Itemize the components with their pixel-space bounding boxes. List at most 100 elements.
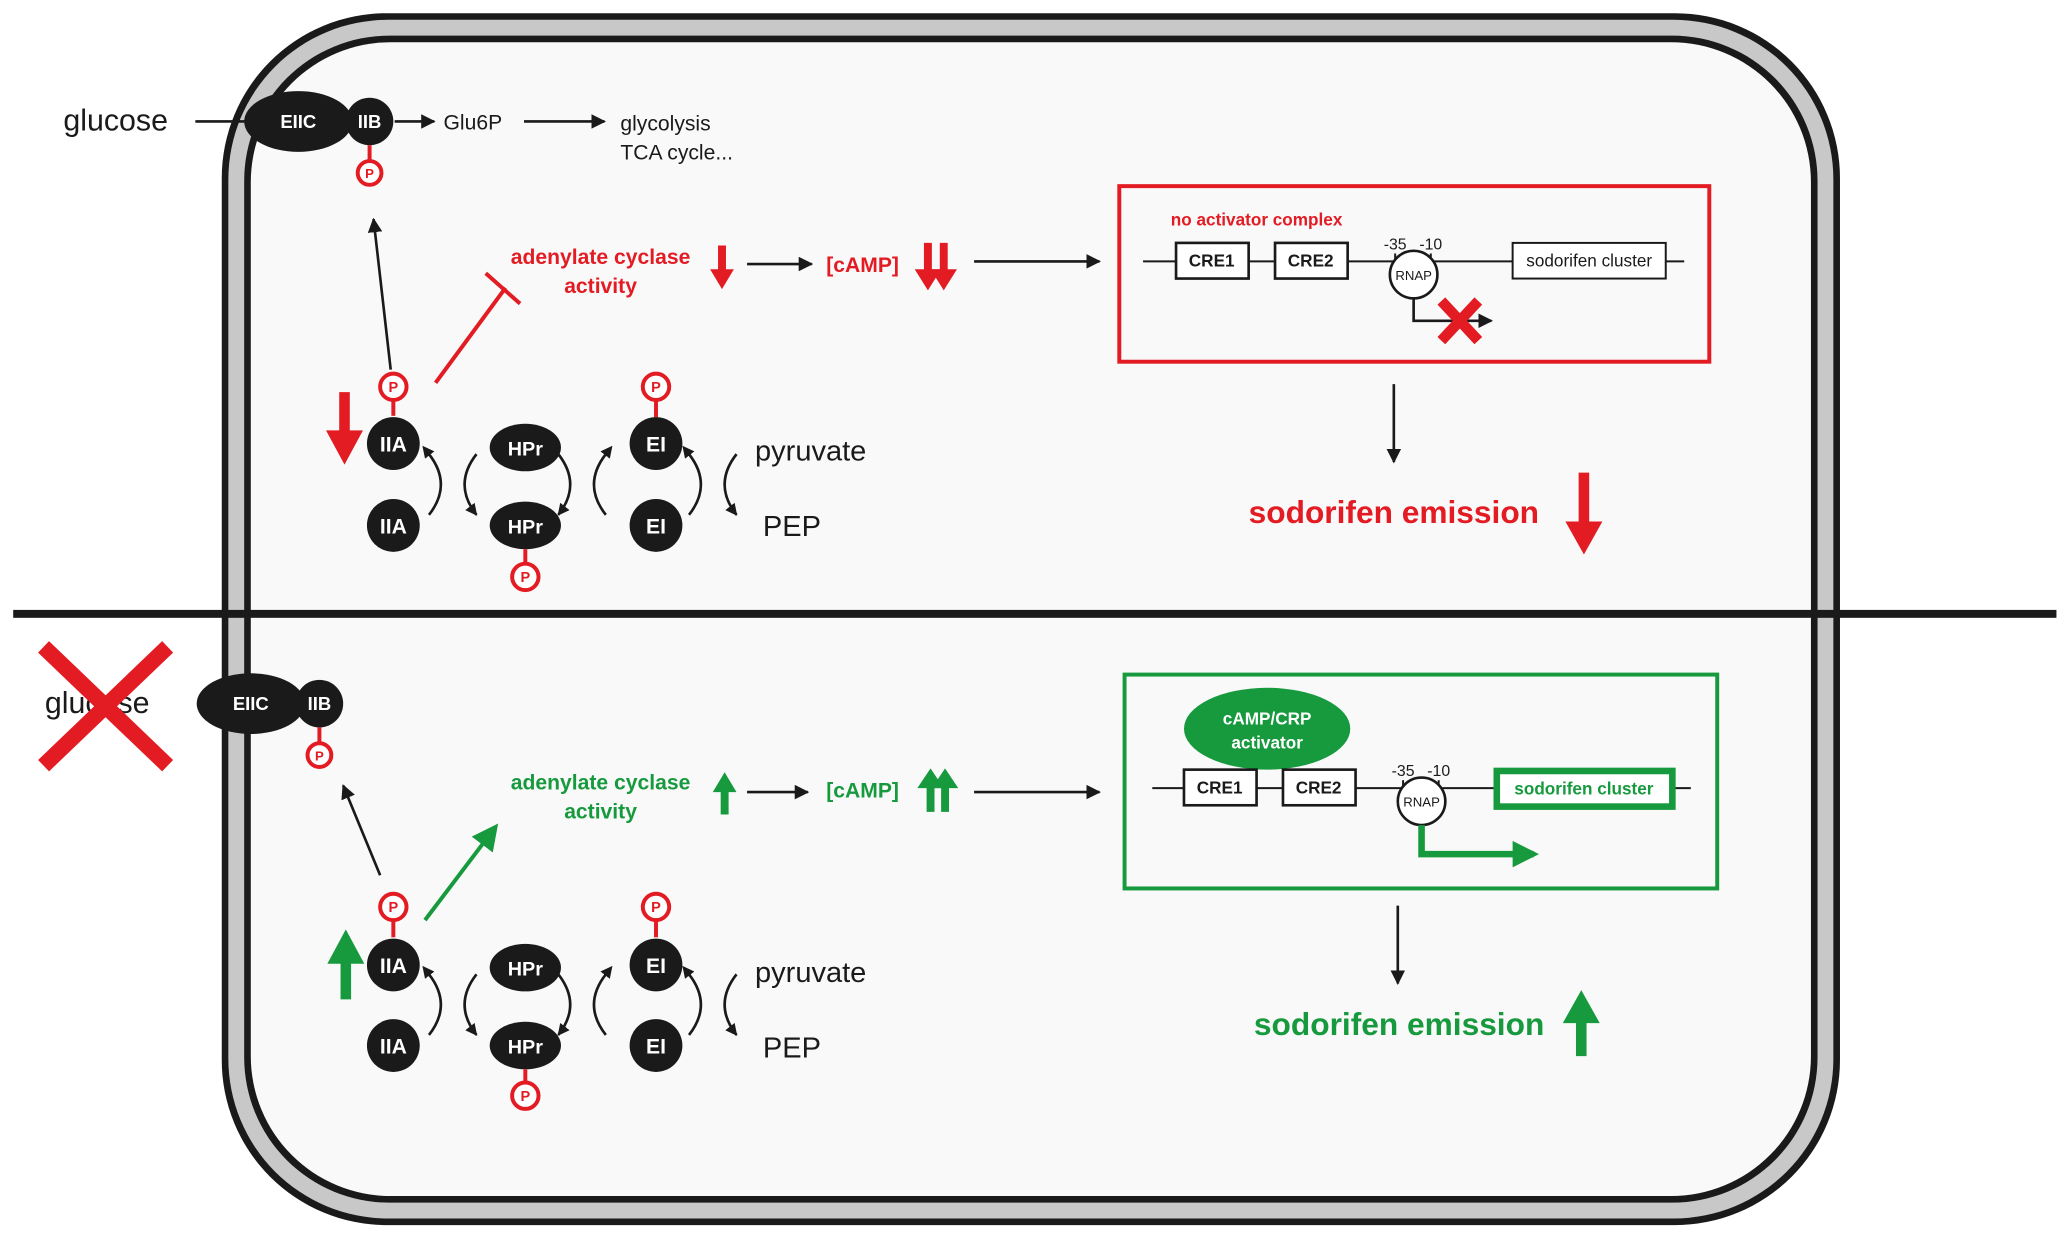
top-iia [366, 499, 420, 552]
bottom-panel: glucose EIIC IIB P adenylate cyclase act… [38, 641, 1720, 1111]
bottom-rnap-label: RNAP [1403, 795, 1440, 810]
bottom-iia-phosphate-label: P [388, 900, 398, 916]
top-camp-label: [cAMP] [826, 254, 899, 277]
bottom-minus35-label: -35 [1392, 763, 1415, 780]
bottom-camp-crp-activator [1183, 687, 1351, 770]
top-eiic-label: EIIC [280, 111, 316, 132]
bottom-exchange-arrows [422, 965, 738, 1036]
bottom-ei [629, 1019, 683, 1072]
top-promoter-box [1117, 184, 1712, 364]
bottom-hpr-phosphate-icon [510, 1080, 541, 1111]
bottom-iib-phosphate-icon [305, 741, 334, 769]
top-hpr-phosphate-label: P [520, 570, 530, 586]
bottom-iia-phospho-label: IIA [380, 955, 407, 978]
bottom-ac-up-arrow-icon [712, 772, 737, 815]
top-iia-down-arrow-icon [326, 392, 363, 465]
top-minus10-label: -10 [1419, 237, 1442, 254]
bottom-iia-to-iib-arrow [341, 784, 382, 876]
top-hpr-label: HPr [508, 438, 543, 460]
bottom-eiic-transporter [196, 673, 305, 734]
top-emission-label: sodorifen emission [1249, 494, 1539, 530]
top-activity-label: activity [564, 275, 637, 298]
top-iib-phosphate-label: P [365, 166, 374, 181]
bottom-hpr-phospho [489, 1021, 561, 1070]
bottom-iib-label: IIB [308, 693, 332, 714]
top-eiic-transporter [244, 91, 353, 152]
bottom-ei-label: EI [646, 1035, 666, 1058]
top-iib-label: IIB [358, 111, 382, 132]
top-panel: glucose EIIC IIB P Glu6P glycolysis TCA … [63, 91, 1712, 593]
top-camp-down-arrow-icon-2 [930, 242, 957, 291]
bottom-iia-up-arrow-icon [327, 929, 365, 1000]
top-tca-label: TCA cycle... [620, 142, 733, 165]
bottom-promoter-box [1122, 672, 1720, 891]
top-minus35-label: -35 [1384, 237, 1407, 254]
bottom-cre2-label: CRE2 [1296, 777, 1342, 797]
top-ei-label: EI [646, 515, 666, 538]
bottom-adenylate-cyclase-label: adenylate cyclase [511, 771, 691, 794]
bottom-iia [366, 1019, 420, 1072]
bottom-iib-domain [295, 679, 344, 728]
top-ei [629, 499, 683, 552]
bottom-sodorifen-cluster-label: sodorifen cluster [1514, 779, 1653, 799]
bottom-hpr [489, 943, 561, 992]
top-ei-phospho-label: EI [646, 433, 666, 456]
top-iib-domain [345, 97, 394, 146]
bottom-ei-phospho-label: EI [646, 955, 666, 978]
bottom-activator-line1: cAMP/CRP [1223, 709, 1312, 729]
top-iia-to-iib-arrow [367, 217, 393, 370]
top-adenylate-cyclase-label: adenylate cyclase [511, 246, 691, 269]
bottom-cre2-box [1281, 768, 1357, 807]
top-ac-down-arrow-icon [710, 245, 734, 290]
bottom-hpr-phospho-label: HPr [508, 1036, 543, 1058]
top-exchange-arrows [422, 445, 738, 516]
top-cre2-label: CRE2 [1288, 251, 1334, 271]
top-pep-label: PEP [763, 511, 821, 543]
bottom-hpr-phosphate-label: P [520, 1089, 530, 1105]
bottom-cre1-label: CRE1 [1197, 777, 1243, 797]
bottom-minus10-label: -10 [1427, 763, 1450, 780]
top-cre2-box [1273, 241, 1349, 280]
no-glucose-cross-icon [38, 641, 174, 772]
top-glu6p-label: Glu6P [443, 111, 502, 134]
top-emission-down-arrow-icon [1565, 472, 1603, 555]
top-cre1-box [1174, 241, 1250, 280]
bottom-pyruvate-label: pyruvate [755, 957, 866, 989]
bottom-activator-line2: activator [1231, 733, 1303, 753]
top-iia-phospho [366, 417, 420, 470]
top-iia-phospho-label: IIA [380, 433, 407, 456]
top-hpr-phospho [489, 501, 561, 550]
top-inhibition-bar [484, 271, 522, 306]
top-cre1-label: CRE1 [1189, 251, 1235, 271]
bottom-pep-label: PEP [763, 1032, 821, 1064]
top-iia-label: IIA [380, 515, 407, 538]
top-inhibition-line [433, 286, 508, 385]
bottom-hpr-label: HPr [508, 959, 543, 981]
cytoplasm [250, 42, 1811, 1197]
bottom-ei-phospho [629, 938, 683, 992]
bottom-activation-arrow [423, 823, 499, 922]
top-pyruvate-label: pyruvate [755, 436, 866, 468]
top-ei-phosphate-label: P [651, 380, 661, 396]
top-rnap-label: RNAP [1395, 268, 1432, 283]
top-sodorifen-cluster-box [1511, 241, 1667, 280]
bottom-camp-label: [cAMP] [826, 779, 899, 802]
bottom-camp-up-arrow-icon-1 [917, 768, 944, 812]
bottom-emission-up-arrow-icon [1562, 990, 1600, 1057]
top-hpr-phospho-label: HPr [508, 516, 543, 538]
bottom-iia-label: IIA [380, 1035, 407, 1058]
top-iib-phosphate-icon [355, 159, 384, 187]
bottom-iia-phospho [366, 938, 420, 992]
top-iia-phosphate-label: P [388, 380, 398, 396]
panel-divider [13, 609, 2057, 618]
bottom-transcription-arrow [1418, 825, 1540, 868]
bottom-emission-label: sodorifen emission [1254, 1006, 1544, 1042]
bottom-cre1-box [1182, 768, 1258, 807]
top-no-activator-label: no activator complex [1171, 210, 1343, 230]
bottom-activity-label: activity [564, 800, 637, 823]
top-hpr-phosphate-icon [510, 561, 541, 593]
bottom-sodorifen-cluster-box [1493, 767, 1676, 810]
top-camp-down-arrow-icon-1 [914, 242, 942, 291]
top-glycolysis-label: glycolysis [620, 113, 710, 136]
